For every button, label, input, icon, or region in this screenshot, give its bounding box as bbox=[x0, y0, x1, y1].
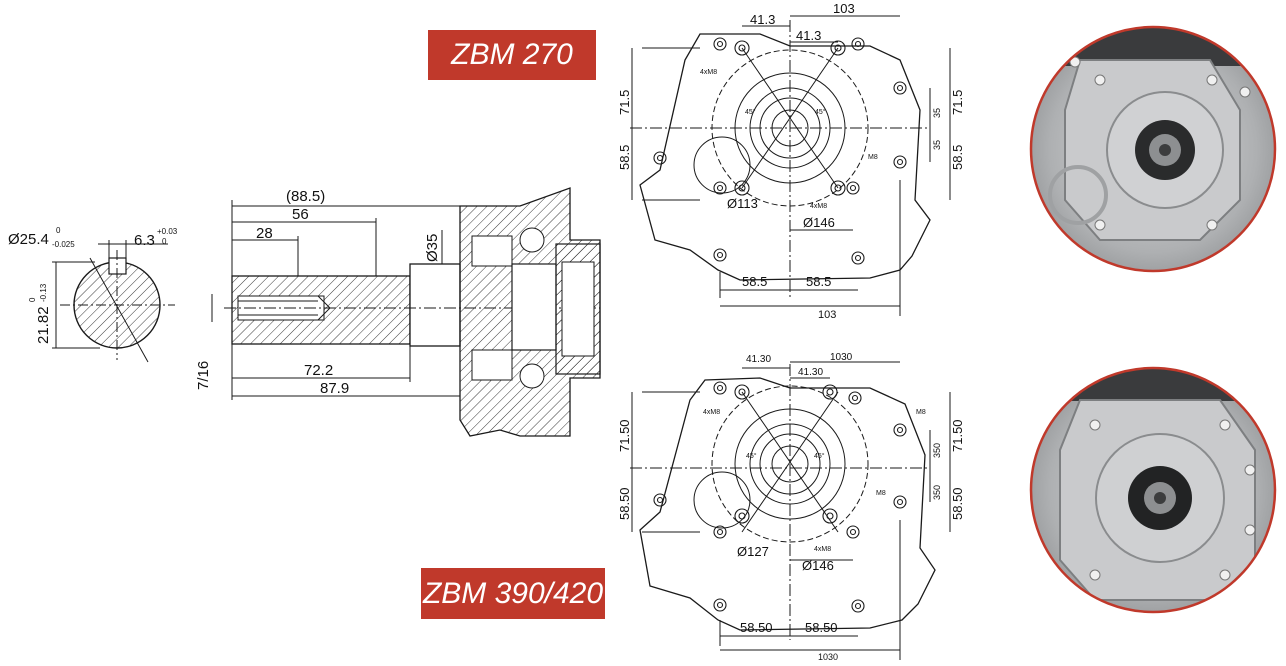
shaft-side-view bbox=[211, 187, 601, 437]
bot-dim-58-50-left: 58.50 bbox=[617, 487, 632, 520]
thread-label: 7/16 bbox=[195, 361, 212, 390]
shaft-dia-tol-upper: 0 bbox=[56, 226, 61, 235]
shaft-key-label: 6.3 bbox=[134, 232, 155, 249]
bot-angle-a: 45° bbox=[746, 452, 757, 460]
model-badge-bottom: ZBM 390/420 bbox=[421, 568, 605, 619]
bot-dia-127: Ø127 bbox=[737, 544, 769, 559]
top-angle-a: 45° bbox=[745, 108, 756, 116]
shaft-depth-label: 21.82 bbox=[35, 306, 52, 344]
bot-dia-146: Ø146 bbox=[802, 558, 834, 573]
shaft-depth-tol-lower: -0.13 bbox=[39, 283, 48, 302]
dim-28: 28 bbox=[256, 225, 273, 242]
shaft-depth-tol-upper: 0 bbox=[28, 297, 37, 302]
engine-photo-top bbox=[1029, 25, 1277, 273]
top-angle-b: 45° bbox=[815, 108, 826, 116]
shaft-key-tol-lower: 0 bbox=[162, 237, 167, 246]
top-dim-41-3-b: 41.3 bbox=[796, 28, 821, 43]
shaft-key-tol-upper: +0.03 bbox=[157, 227, 178, 236]
bot-dim-1030-top: 1030 bbox=[830, 352, 853, 363]
top-dim-41-3-a: 41.3 bbox=[750, 12, 775, 27]
bot-dim-1030-bottom: 1030 bbox=[818, 652, 838, 661]
flange-top-drawing bbox=[630, 15, 951, 316]
shaft-dia-label: Ø25.4 bbox=[8, 231, 49, 248]
top-dia-146: Ø146 bbox=[803, 215, 835, 230]
dim-56: 56 bbox=[292, 206, 309, 223]
bot-m8-label-b: M8 bbox=[876, 490, 886, 497]
top-dim-35-a: 35 bbox=[932, 108, 942, 118]
dim-87-9: 87.9 bbox=[320, 380, 349, 397]
top-dim-71-5-right: 71.5 bbox=[950, 90, 965, 115]
bot-m8-label-a: M8 bbox=[916, 409, 926, 416]
top-dim-58-5-left: 58.5 bbox=[617, 145, 632, 170]
bot-angle-b: 45° bbox=[814, 452, 825, 460]
top-dia-113: Ø113 bbox=[727, 196, 758, 211]
flange-bottom-drawing bbox=[630, 361, 951, 660]
shaft-dia-tol-lower: -0.025 bbox=[52, 240, 75, 249]
bot-dim-350-b: 350 bbox=[932, 485, 942, 500]
bot-4xm8-label-c: 4xM8 bbox=[814, 546, 831, 553]
bot-dim-71-50-left: 71.50 bbox=[617, 419, 632, 452]
engine-photo-bottom bbox=[1029, 366, 1277, 614]
top-4xm8-label: 4xM8 bbox=[700, 69, 717, 76]
dim-88-5: (88.5) bbox=[286, 188, 325, 205]
top-dim-103-top: 103 bbox=[833, 1, 855, 16]
model-badge-top: ZBM 270 bbox=[428, 30, 596, 80]
top-m8-label: M8 bbox=[868, 154, 878, 161]
top-dim-58-5-right: 58.5 bbox=[950, 145, 965, 170]
dim-dia-35: Ø35 bbox=[424, 234, 441, 262]
bot-dim-58-50-b: 58.50 bbox=[805, 620, 838, 635]
bot-dim-350-a: 350 bbox=[932, 443, 942, 458]
top-dim-35-b: 35 bbox=[932, 140, 942, 150]
top-dim-58-5-a: 58.5 bbox=[742, 274, 767, 289]
bot-dim-58-50-right: 58.50 bbox=[950, 487, 965, 520]
bot-4xm8-label: 4xM8 bbox=[703, 409, 720, 416]
shaft-cross-section bbox=[52, 240, 175, 363]
bot-dim-58-50-a: 58.50 bbox=[740, 620, 773, 635]
top-dim-103-bottom: 103 bbox=[818, 309, 836, 321]
dim-72-2: 72.2 bbox=[304, 362, 333, 379]
top-dim-71-5-left: 71.5 bbox=[617, 90, 632, 115]
bot-dim-41-30-a: 41.30 bbox=[746, 354, 771, 365]
top-4xm8-label-b: 4xM8 bbox=[810, 203, 827, 210]
bot-dim-71-50-right: 71.50 bbox=[950, 419, 965, 452]
top-dim-58-5-b: 58.5 bbox=[806, 274, 831, 289]
bot-dim-41-30-b: 41.30 bbox=[798, 367, 823, 378]
